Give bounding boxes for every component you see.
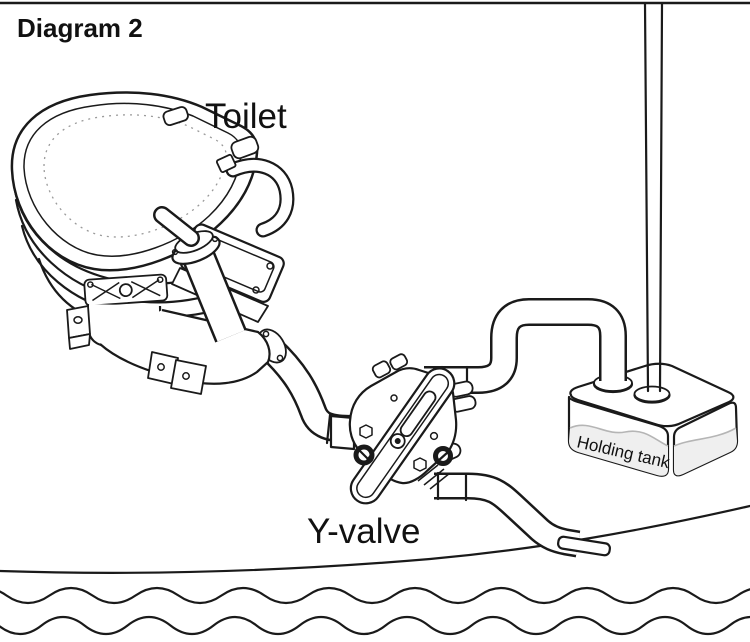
toilet-drawing: [10, 91, 295, 395]
tank-loop-pipe: [424, 298, 634, 395]
water-waves: [0, 586, 750, 636]
through-hull-fitting: [557, 535, 611, 557]
y-valve-handle: [349, 367, 456, 505]
toilet-label: Toilet: [205, 97, 287, 136]
y-valve-label: Y-valve: [307, 512, 421, 551]
flush-hoop-pipe: [215, 153, 295, 238]
diagram-title: Diagram 2: [17, 13, 143, 43]
pump-assembly: [153, 206, 247, 343]
hull-line: [0, 504, 750, 574]
pump-handle: [153, 206, 200, 247]
overboard-discharge-pipe: [434, 471, 611, 558]
mast-pipe: [633, 2, 671, 404]
y-valve-drawing: [329, 353, 477, 505]
